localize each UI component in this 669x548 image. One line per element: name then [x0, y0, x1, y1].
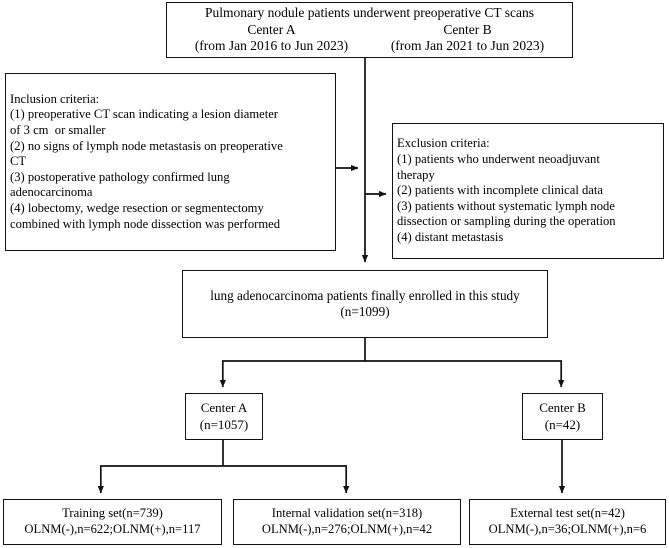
center-a-count: (n=1057)	[199, 416, 249, 432]
source-centers-row: Center A (from Jan 2016 to Jun 2023) Cen…	[177, 22, 563, 55]
node-source-population: Pulmonary nodule patients underwent preo…	[166, 2, 573, 58]
exclusion-line-1: (1) patients who underwent neoadjuvant	[397, 151, 600, 166]
external-test-set-label: External test set(n=42)	[510, 506, 625, 521]
exclusion-heading: Exclusion criteria:	[397, 136, 490, 151]
training-set-label: Training set(n=739)	[62, 506, 163, 521]
node-inclusion-criteria: Inclusion criteria: (1) preoperative CT …	[5, 73, 336, 251]
source-center-b-period: (from Jan 2021 to Jun 2023)	[390, 38, 545, 54]
inclusion-line-8: combined with lymph node dissection was …	[10, 216, 281, 231]
inclusion-line-6: adenocarcinoma	[10, 185, 93, 200]
external-test-set-olnm: OLNM(-),n=36;OLNM(+),n=6	[488, 522, 647, 536]
inclusion-line-4: CT	[10, 154, 27, 169]
exclusion-line-5: dissection or sampling during the operat…	[397, 214, 616, 229]
exclusion-line-3: (2) patients with incomplete clinical da…	[397, 183, 603, 198]
inclusion-heading: Inclusion criteria:	[10, 91, 100, 106]
node-center-a: Center A (n=1057)	[185, 393, 263, 440]
edge-enrolled-split	[219, 338, 565, 388]
node-enrolled-cohort: lung adenocarcinoma patients finally enr…	[182, 270, 548, 338]
source-header: Pulmonary nodule patients underwent preo…	[205, 4, 534, 20]
source-center-a-label: Center A	[247, 21, 296, 37]
enrolled-line-1: lung adenocarcinoma patients finally enr…	[210, 287, 520, 303]
center-a-label: Center A	[200, 400, 248, 416]
node-exclusion-criteria: Exclusion criteria: (1) patients who und…	[392, 123, 664, 259]
exclusion-line-2: therapy	[397, 167, 435, 182]
internal-validation-set-label: Internal validation set(n=318)	[271, 506, 423, 521]
source-center-a: Center A (from Jan 2016 to Jun 2023)	[177, 22, 367, 55]
source-center-b-label: Center B	[443, 21, 492, 37]
exclusion-line-4: (3) patients without systematic lymph no…	[397, 198, 615, 213]
node-external-test-set: External test set(n=42) OLNM(-),n=36;OLN…	[469, 499, 666, 545]
node-center-b: Center B (n=42)	[522, 393, 603, 440]
center-b-count: (n=42)	[544, 416, 581, 432]
inclusion-line-2: of 3 cm or smaller	[10, 122, 106, 137]
edge-center-a-split	[97, 440, 350, 494]
source-center-a-period: (from Jan 2016 to Jun 2023)	[194, 38, 349, 54]
source-center-b: Center B (from Jan 2021 to Jun 2023)	[373, 22, 563, 55]
node-training-set: Training set(n=739) OLNM(-),n=622;OLNM(+…	[3, 499, 222, 545]
training-set-olnm: OLNM(-),n=622;OLNM(+),n=117	[24, 522, 201, 536]
inclusion-line-5: (3) postoperative pathology confirmed lu…	[10, 169, 230, 184]
center-b-label: Center B	[539, 400, 586, 416]
enrolled-count: (n=1099)	[340, 304, 390, 319]
inclusion-line-1: (1) preoperative CT scan indicating a le…	[10, 107, 278, 122]
inclusion-line-3: (2) no signs of lymph node metastasis on…	[10, 138, 283, 153]
inclusion-line-7: (4) lobectomy, wedge resection or segmen…	[10, 201, 264, 216]
internal-validation-set-olnm: OLNM(-),n=276;OLNM(+),n=42	[261, 522, 433, 536]
node-internal-validation-set: Internal validation set(n=318) OLNM(-),n…	[233, 499, 461, 545]
exclusion-line-6: (4) distant metastasis	[397, 230, 504, 245]
